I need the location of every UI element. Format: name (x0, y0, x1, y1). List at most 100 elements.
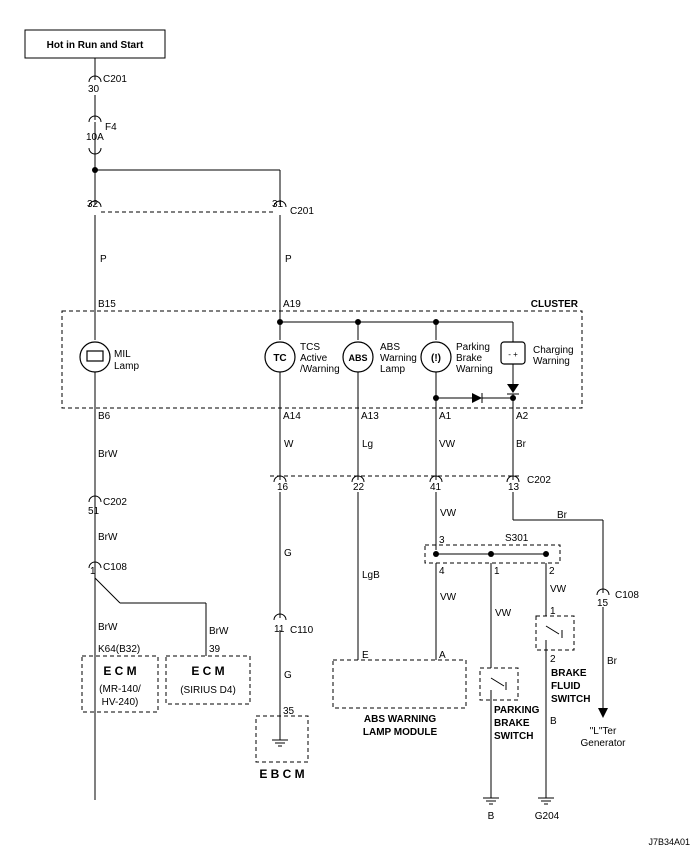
svg-text:VW: VW (440, 592, 457, 603)
svg-text:2: 2 (550, 654, 556, 665)
svg-text:Warning: Warning (456, 364, 493, 375)
svg-text:A14: A14 (283, 411, 301, 422)
svg-text:22: 22 (353, 482, 365, 493)
svg-text:CLUSTER: CLUSTER (531, 299, 579, 310)
brake-fluid-switch (535, 615, 575, 651)
ebcm-box (255, 715, 309, 763)
svg-text:G204: G204 (535, 811, 560, 822)
svg-text:BrW: BrW (209, 626, 229, 637)
c201-top-connector (88, 75, 102, 83)
svg-text:BRAKE: BRAKE (494, 718, 530, 729)
svg-text:/Warning: /Warning (300, 364, 340, 375)
svg-text:Warning: Warning (533, 356, 570, 367)
svg-text:(MR-140/: (MR-140/ (99, 684, 141, 695)
svg-text:1: 1 (494, 566, 500, 577)
svg-text:32: 32 (87, 199, 99, 210)
svg-text:BrW: BrW (98, 449, 118, 460)
svg-text:LgB: LgB (362, 570, 380, 581)
svg-text:ABS WARNING: ABS WARNING (364, 714, 436, 725)
svg-text:Lamp: Lamp (380, 364, 405, 375)
svg-text:2: 2 (549, 566, 555, 577)
svg-text:VW: VW (550, 584, 567, 595)
svg-text:Warning: Warning (380, 353, 417, 364)
svg-text:TCS: TCS (300, 342, 320, 353)
switch-icon (545, 625, 560, 635)
svg-text:ABS: ABS (348, 353, 367, 363)
svg-text:A: A (439, 650, 446, 661)
svg-text:P: P (100, 254, 107, 265)
svg-text:1: 1 (90, 566, 96, 577)
svg-text:A19: A19 (283, 299, 301, 310)
arrow-down-icon (598, 708, 608, 718)
svg-text:LAMP MODULE: LAMP MODULE (363, 727, 438, 738)
svg-text:39: 39 (209, 644, 221, 655)
svg-text:ABS: ABS (380, 342, 400, 353)
svg-text:C201: C201 (290, 206, 314, 217)
switch-icon (490, 677, 505, 687)
svg-text:G: G (284, 670, 292, 681)
svg-text:F4: F4 (105, 122, 117, 133)
s301-splice (424, 544, 561, 564)
svg-text:K64(B32): K64(B32) (98, 644, 140, 655)
svg-text:BrW: BrW (98, 532, 118, 543)
cluster-box (61, 310, 583, 409)
svg-text:B15: B15 (98, 299, 116, 310)
svg-text:10A: 10A (86, 132, 104, 143)
svg-text:E B C M: E B C M (259, 767, 304, 781)
svg-text:30: 30 (88, 84, 100, 95)
svg-text:P: P (285, 254, 292, 265)
svg-text:B6: B6 (98, 411, 111, 422)
svg-text:(SIRIUS D4): (SIRIUS D4) (180, 685, 236, 696)
svg-text:PARKING: PARKING (494, 705, 540, 716)
svg-text:E C M: E C M (103, 664, 136, 678)
svg-text:16: 16 (277, 482, 289, 493)
svg-text:SWITCH: SWITCH (494, 731, 533, 742)
diode-down-icon (507, 384, 519, 393)
svg-text:VW: VW (439, 439, 456, 450)
svg-text:15: 15 (597, 598, 609, 609)
svg-text:Br: Br (607, 656, 618, 667)
svg-text:SWITCH: SWITCH (551, 694, 590, 705)
svg-text:B: B (488, 811, 495, 822)
svg-text:E C M: E C M (191, 664, 224, 678)
svg-text:TC: TC (273, 353, 286, 364)
svg-text:C202: C202 (103, 497, 127, 508)
svg-text:13: 13 (508, 482, 520, 493)
svg-text:FLUID: FLUID (551, 681, 580, 692)
ecm-box-1 (81, 655, 159, 713)
svg-text:51: 51 (88, 506, 100, 517)
svg-text:A1: A1 (439, 411, 452, 422)
svg-text:A13: A13 (361, 411, 379, 422)
svg-text:VW: VW (495, 608, 512, 619)
svg-text:C202: C202 (527, 475, 551, 486)
svg-text:31: 31 (272, 199, 284, 210)
svg-text:C110: C110 (290, 625, 314, 636)
svg-text:HV-240): HV-240) (102, 697, 139, 708)
svg-text:11: 11 (274, 624, 285, 635)
svg-text:J7B34A01: J7B34A01 (648, 837, 690, 847)
svg-text:41: 41 (430, 482, 442, 493)
svg-text:Br: Br (516, 439, 527, 450)
power-source-label: Hot in Run and Start (47, 40, 144, 51)
svg-text:A2: A2 (516, 411, 529, 422)
svg-text:Lamp: Lamp (114, 361, 139, 372)
svg-text:G: G (284, 548, 292, 559)
svg-text:B: B (550, 716, 557, 727)
svg-text:- +: - + (508, 350, 518, 359)
svg-text:Brake: Brake (456, 353, 483, 364)
abs-module-box (332, 659, 467, 709)
svg-text:C108: C108 (103, 562, 127, 573)
svg-text:C201: C201 (103, 74, 127, 85)
svg-text:Br: Br (557, 510, 568, 521)
svg-text:W: W (284, 439, 294, 450)
svg-text:Generator: Generator (580, 738, 626, 749)
svg-text:Active: Active (300, 353, 328, 364)
svg-text:E: E (362, 650, 369, 661)
diode-right-icon (472, 393, 482, 403)
svg-text:S301: S301 (505, 533, 529, 544)
svg-text:1: 1 (550, 606, 556, 617)
svg-text:35: 35 (283, 706, 295, 717)
engine-icon (79, 341, 111, 373)
